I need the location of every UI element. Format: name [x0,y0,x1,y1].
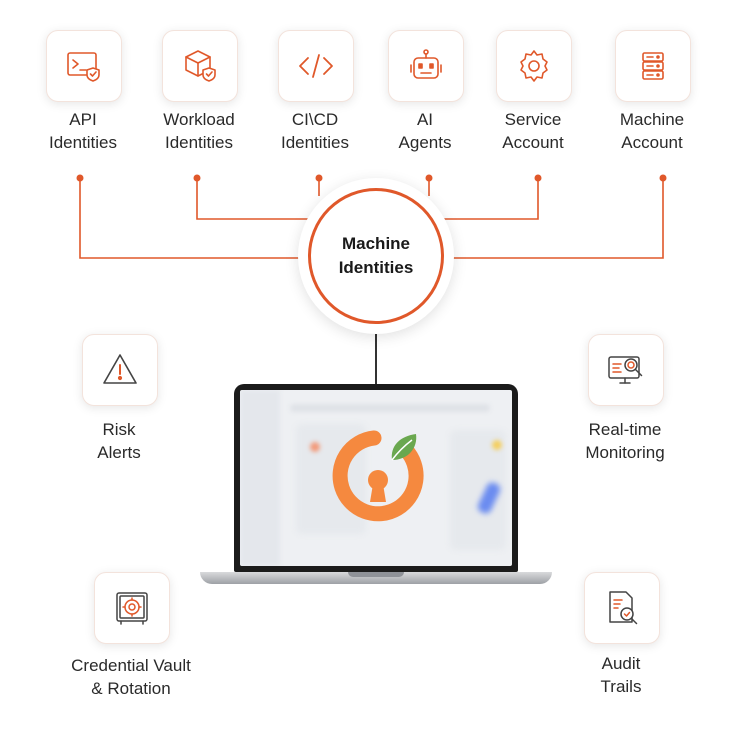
server-icon [642,52,664,80]
dashboard-sidebar-blur [240,390,280,566]
connector-dot [659,174,667,182]
laptop-display [240,390,512,566]
workload-identities-card [162,30,238,102]
api-identities-card [46,30,122,102]
monitor-search-icon [608,356,643,384]
connector-dot [193,174,201,182]
machine-identities-hub: Machine Identities [298,178,454,334]
robot-icon [410,49,442,79]
hub-title-line2: Identities [338,258,414,277]
terminal-shield-icon [67,52,100,82]
brand-logo [332,430,424,522]
connector-dot [534,174,542,182]
credential-vault-label: Credential Vault& Rotation [71,656,191,698]
code-brackets-icon [299,54,333,78]
credential-vault-card [94,572,170,644]
laptop-notch [348,572,404,577]
service-account-card [496,30,572,102]
cicd-identities-card [278,30,354,102]
connector-dot [315,174,323,182]
laptop-base [200,572,552,584]
audit-trails-card [584,572,660,644]
realtime-monitoring-card [588,334,664,406]
dashboard-header-blur [290,404,490,412]
risk-alerts-card [82,334,158,406]
connector-dot [425,174,433,182]
gear-icon [520,50,548,82]
hub-title-line1: Machine [341,234,411,253]
hub-ring: Machine Identities [308,188,444,324]
connector-dot [76,174,84,182]
document-search-icon [609,591,638,625]
vault-icon [116,592,148,625]
machine-account-card [615,30,691,102]
dashboard-dot-blur [492,440,502,450]
laptop-screen [234,384,518,572]
dashboard-dot-blur [310,442,320,452]
cube-shield-icon [185,50,216,82]
warning-triangle-icon [103,354,137,384]
ai-agents-card [388,30,464,102]
